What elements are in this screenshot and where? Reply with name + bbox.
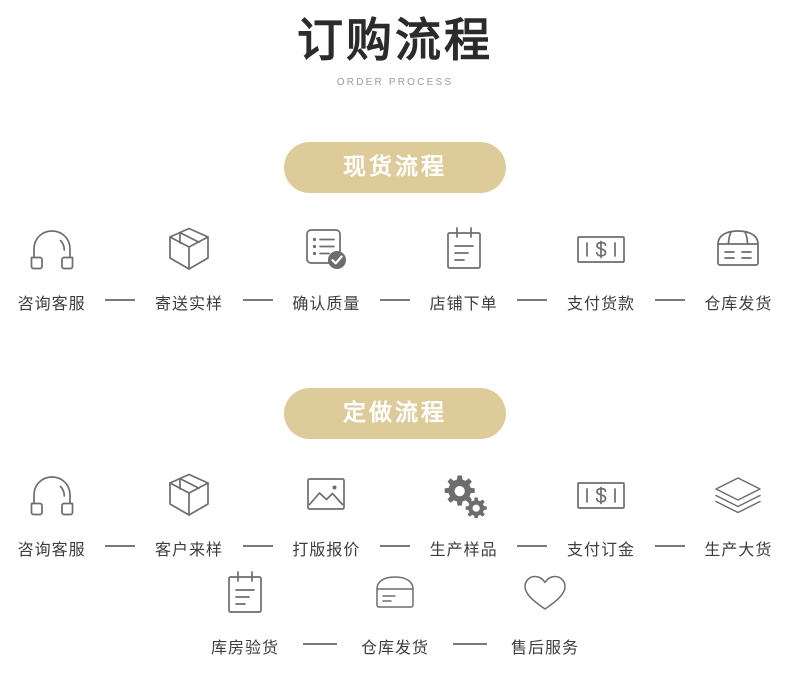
flow-connector [380,299,410,301]
notepad-icon [442,222,486,276]
flow-step-label: 支付订金 [566,542,635,559]
notepad-icon [223,566,267,620]
flow-connector [654,545,685,547]
flow-connector [303,643,337,645]
page-header: 订购流程 ORDER PROCESS [0,0,790,88]
flow-step-label: 店铺下单 [429,296,498,313]
flow-connector [517,545,548,547]
section-badge-stock-wrap: 现货流程 [0,142,790,194]
flow-step-after-sales[interactable]: 售后服务 [489,566,601,658]
layers-icon [711,468,765,522]
flow-step-label: 库房验货 [210,640,279,657]
flow-step-label: 生产样品 [429,542,498,559]
heart-icon [521,566,569,620]
flow-step-label: 打版报价 [292,542,361,559]
flow-connector [380,545,410,547]
flow-connector [517,299,548,301]
section-badge-stock: 现货流程 [284,142,506,194]
flow-connector [105,545,136,547]
box-3d-icon [166,468,212,522]
flow-step-label: 咨询客服 [17,296,86,313]
flow-row-stock: 咨询客服 寄送实样 [0,222,790,314]
flow-row-custom-2: 库房验货 仓库发货 售后服务 [0,566,790,658]
page-title: 订购流程 [297,14,493,66]
section-badge-custom-wrap: 定做流程 [0,388,790,440]
flow-step-warehouse-ship-2[interactable]: 仓库发货 [339,566,451,658]
gears-icon [439,468,489,522]
flow-connector [654,299,685,301]
flow-step-pay-goods[interactable]: 支付货款 [549,222,652,314]
flow-step-send-sample[interactable]: 寄送实样 [137,222,240,314]
flow-step-label: 咨询客服 [17,542,86,559]
flow-step-bulk-production[interactable]: 生产大货 [687,468,790,560]
flow-step-consult-service[interactable]: 咨询客服 [0,222,103,314]
flow-step-label: 生产大货 [704,542,773,559]
section-badge-custom: 定做流程 [284,388,506,440]
banknote-icon [574,468,628,522]
flow-step-confirm-quality[interactable]: 确认质量 [275,222,378,314]
image-icon [303,468,349,522]
flow-step-consult-service-2[interactable]: 咨询客服 [0,468,103,560]
storage-box-icon [712,222,764,276]
page-subtitle: ORDER PROCESS [336,76,454,88]
flow-row-custom-1: 咨询客服 客户来样 [0,468,790,560]
document-check-icon [302,222,350,276]
flow-step-label: 仓库发货 [360,640,429,657]
flow-step-sample-quote[interactable]: 打版报价 [275,468,378,560]
flow-step-place-order[interactable]: 店铺下单 [412,222,515,314]
flow-connector [105,299,136,301]
flow-connector [242,299,273,301]
flow-step-pay-deposit[interactable]: 支付订金 [549,468,652,560]
flow-step-warehouse-inspect[interactable]: 库房验货 [189,566,301,658]
flow-connector [453,643,487,645]
flow-connector [242,545,273,547]
banknote-icon [574,222,628,276]
flow-step-label: 售后服务 [510,640,579,657]
flow-step-label: 支付货款 [566,296,635,313]
flow-step-produce-sample[interactable]: 生产样品 [412,468,515,560]
flow-step-customer-sample[interactable]: 客户来样 [137,468,240,560]
flow-step-label: 仓库发货 [704,296,773,313]
box-3d-icon [166,222,212,276]
flow-step-label: 确认质量 [292,296,361,313]
package-icon [369,566,421,620]
flow-step-label: 寄送实样 [155,296,224,313]
headset-icon [27,468,77,522]
headset-icon [27,222,77,276]
flow-step-warehouse-ship[interactable]: 仓库发货 [687,222,790,314]
flow-step-label: 客户来样 [155,542,224,559]
